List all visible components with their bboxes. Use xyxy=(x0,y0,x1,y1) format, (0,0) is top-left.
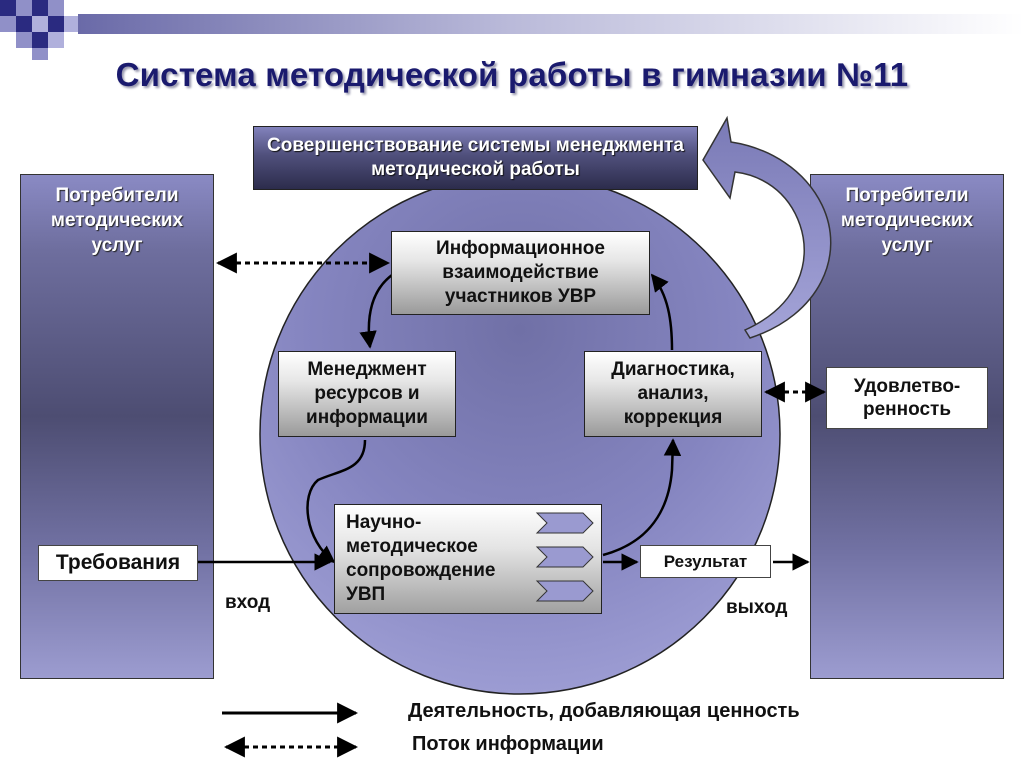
diagnostics-box: Диагностика, анализ, коррекция xyxy=(584,351,762,437)
output-label: выход xyxy=(726,597,788,618)
requirements-box: Требования xyxy=(38,545,198,581)
improvement-curved-arrow xyxy=(702,115,832,339)
right-panel-title: Потребители методических услуг xyxy=(840,185,974,256)
left-consumers-panel: Потребители методических услуг xyxy=(20,174,214,679)
page-title: Система методической работы в гимназии №… xyxy=(115,56,909,93)
chevron-arrows-icon xyxy=(535,512,594,602)
methodical-support-label: Научно-методическое сопровождение УВП xyxy=(346,512,496,605)
legend-info-flow-label: Поток информации xyxy=(412,733,604,755)
arrow-info-to-management xyxy=(359,274,393,349)
left-panel-title: Потребители методических услуг xyxy=(50,185,184,256)
decorative-header-strip xyxy=(0,0,1024,60)
improvement-banner: Совершенствование системы менеджмента ме… xyxy=(253,126,698,190)
arrow-support-to-diagnostics xyxy=(602,438,682,557)
resource-management-box: Менеджмент ресурсов и информации xyxy=(278,351,456,437)
satisfaction-box: Удовлетво-ренность xyxy=(826,367,988,429)
arrow-management-to-support xyxy=(306,439,367,564)
info-interaction-box: Информационное взаимодействие участников… xyxy=(391,231,650,315)
arrow-diagnostics-to-info xyxy=(650,273,674,351)
methodical-support-box: Научно-методическое сопровождение УВП xyxy=(334,504,602,614)
result-box: Результат xyxy=(640,545,771,578)
legend-value-added-label: Деятельность, добавляющая ценность xyxy=(408,700,800,722)
input-label: вход xyxy=(225,592,271,613)
